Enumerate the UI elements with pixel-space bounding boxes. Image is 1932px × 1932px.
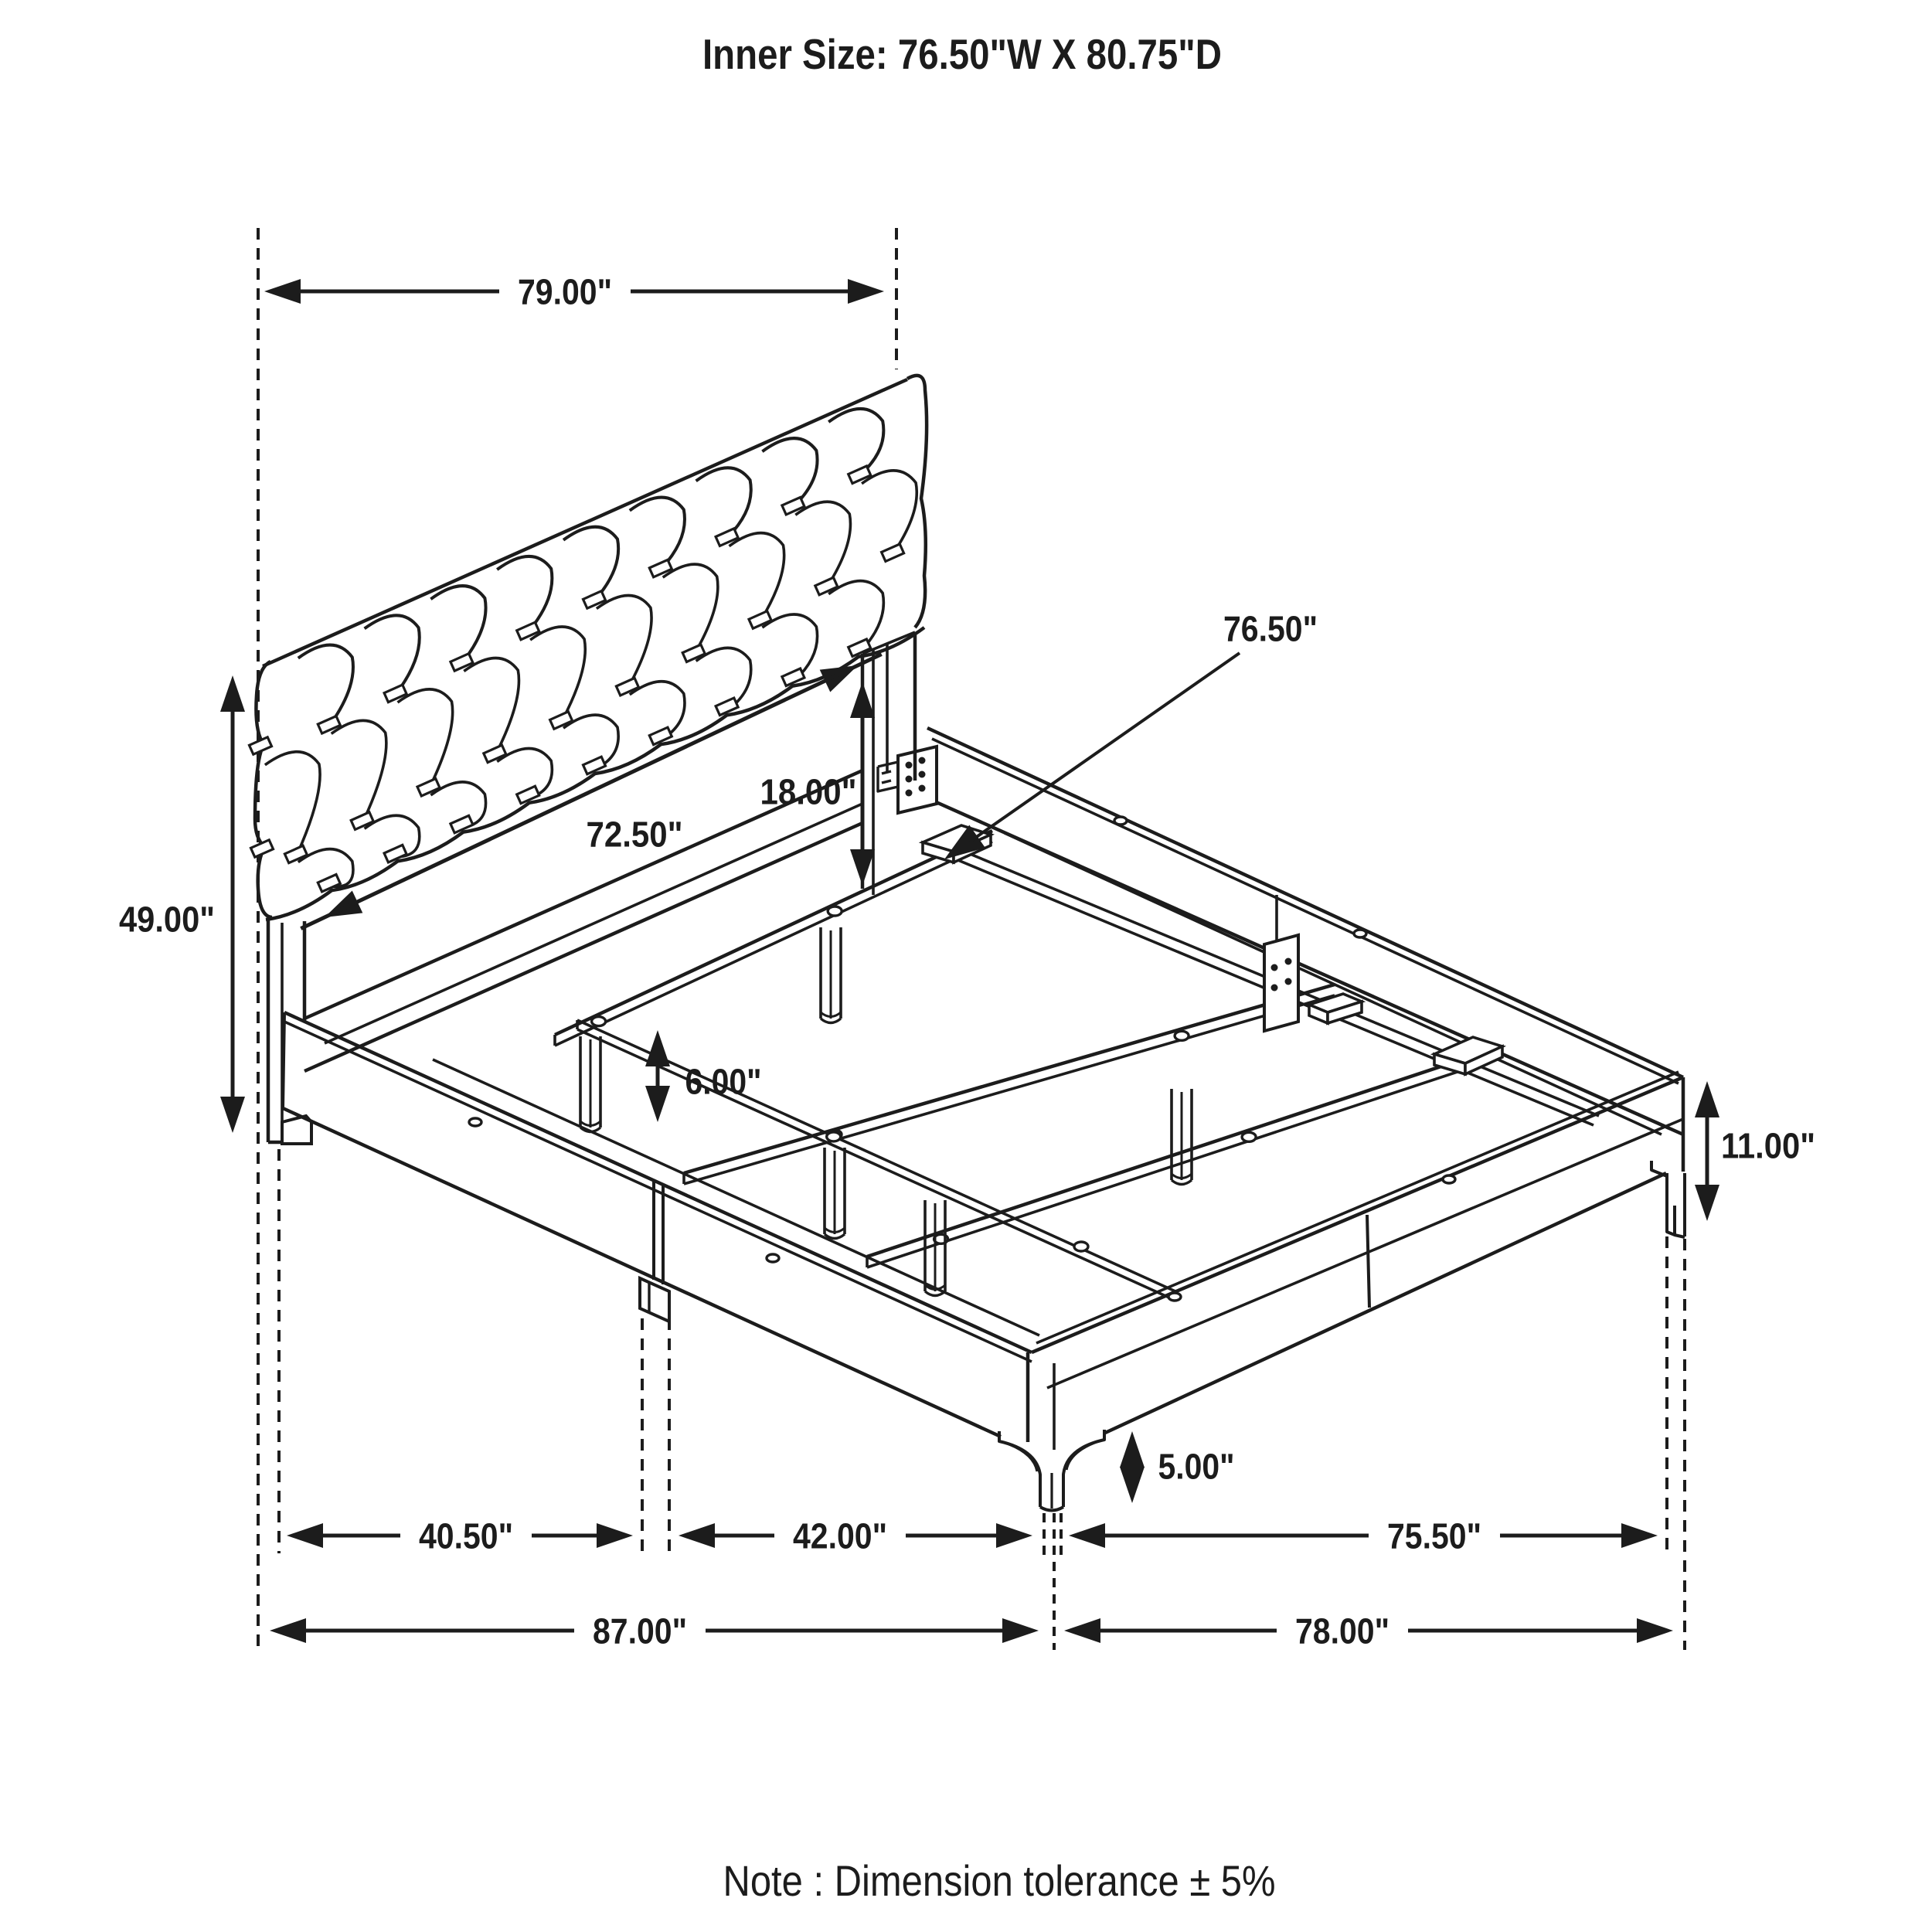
svg-text:75.50": 75.50" [1387, 1516, 1481, 1556]
svg-text:87.00": 87.00" [593, 1611, 687, 1651]
svg-text:76.50": 76.50" [1223, 609, 1318, 649]
svg-text:79.00": 79.00" [518, 272, 612, 312]
svg-text:72.50": 72.50" [587, 815, 683, 855]
svg-text:78.00": 78.00" [1295, 1611, 1389, 1651]
svg-text:42.00": 42.00" [793, 1516, 887, 1556]
svg-text:11.00": 11.00" [1721, 1126, 1815, 1166]
svg-text:Inner Size: 76.50"W X 80.75"D: Inner Size: 76.50"W X 80.75"D [702, 30, 1222, 78]
svg-text:Note : Dimension tolerance ±: Note : Dimension tolerance ± 5% [723, 1856, 1276, 1905]
svg-text:18.00": 18.00" [760, 772, 857, 812]
svg-text:6.00": 6.00" [685, 1062, 762, 1102]
svg-text:5.00": 5.00" [1158, 1447, 1235, 1487]
svg-text:40.50": 40.50" [419, 1516, 513, 1556]
svg-text:49.00": 49.00" [119, 900, 215, 940]
